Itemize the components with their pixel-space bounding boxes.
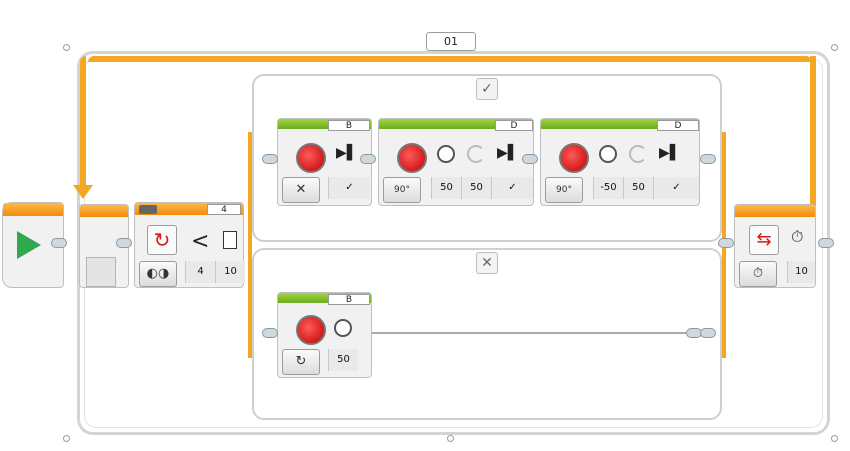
power-value[interactable]: -50	[593, 177, 623, 199]
sequence-connector[interactable]	[360, 154, 376, 164]
brake-check-value[interactable]: ✓	[653, 177, 699, 199]
loop-end-value[interactable]: 10	[787, 261, 815, 283]
sequence-connector[interactable]	[51, 238, 67, 248]
motor-on-block-b[interactable]: B ↻ 50	[277, 292, 372, 378]
resize-handle-top-right[interactable]	[831, 44, 838, 51]
motor-icon	[397, 143, 427, 173]
mode-on-button[interactable]: ↻	[282, 349, 320, 375]
brake-check-value[interactable]: ✓	[328, 177, 370, 199]
motor-icon	[296, 143, 326, 173]
sequence-connector[interactable]	[700, 154, 716, 164]
mode-degrees-button[interactable]: 90°	[383, 177, 421, 203]
loop-wire-left	[80, 56, 86, 186]
play-icon[interactable]	[17, 231, 41, 259]
sequence-connector[interactable]	[718, 238, 734, 248]
brake-check-value[interactable]: ✓	[491, 177, 533, 199]
switch-icon	[139, 205, 157, 214]
sequence-connector[interactable]	[262, 328, 278, 338]
action-header	[541, 119, 699, 129]
speed-dial-icon	[334, 319, 352, 337]
loop-wire-right	[810, 56, 816, 206]
resize-handle-top-left[interactable]	[63, 44, 70, 51]
resize-handle-bottom[interactable]	[447, 435, 454, 442]
loop-mode-icon[interactable]: ⇆	[749, 225, 779, 255]
sequence-connector[interactable]	[522, 154, 538, 164]
mode-degrees-button[interactable]: 90°	[545, 177, 583, 203]
loop-start-header	[80, 205, 128, 217]
motor-port[interactable]: B	[328, 120, 370, 131]
degrees-dial-icon	[629, 145, 647, 163]
motor-degrees-block-d-2[interactable]: D ▶▌ 90° -50 50 ✓	[540, 118, 700, 206]
compare-symbol[interactable]: <	[191, 229, 210, 254]
motor-stop-block-b[interactable]: B ▶▌ ✕ ✓	[277, 118, 372, 206]
action-header	[379, 119, 533, 129]
start-block-header	[3, 203, 63, 216]
resize-handle-bottom-left[interactable]	[63, 435, 70, 442]
brake-icon: ▶▌	[659, 145, 681, 161]
loop-timer-mode-button[interactable]: ⏱	[739, 261, 777, 287]
motor-icon	[559, 143, 589, 173]
loop-end-block[interactable]: ⇆ ⏱ ⏱ 10	[734, 204, 816, 288]
loop-start-plate	[79, 204, 129, 288]
motor-degrees-block-d-1[interactable]: D ▶▌ 90° 50 50 ✓	[378, 118, 534, 206]
power-value[interactable]: 50	[328, 349, 358, 371]
mode-off-button[interactable]: ✕	[282, 177, 320, 203]
motor-icon	[296, 315, 326, 345]
degrees-value[interactable]: 50	[461, 177, 491, 199]
speed-dial-icon	[437, 145, 455, 163]
sequence-connector[interactable]	[116, 238, 132, 248]
switch-bracket-left	[248, 132, 252, 358]
loop-start-body	[86, 257, 116, 287]
motor-port[interactable]: D	[495, 120, 533, 131]
action-header	[278, 293, 371, 303]
switch-value-2[interactable]: 10	[215, 261, 245, 283]
timer-icon: ⏱	[791, 227, 804, 246]
sequence-connector[interactable]	[262, 154, 278, 164]
compare-mode-button[interactable]: ◐◑	[139, 261, 177, 287]
compare-type-icon	[223, 231, 237, 249]
loop-arrow-icon	[73, 185, 93, 199]
degrees-value[interactable]: 50	[623, 177, 653, 199]
loop-wire-top	[88, 56, 812, 62]
true-case-tab[interactable]: ✓	[476, 78, 498, 100]
loop-end-header	[735, 205, 815, 217]
action-header	[278, 119, 371, 129]
rotation-sensor-icon[interactable]: ↻	[147, 225, 177, 255]
switch-port[interactable]: 4	[207, 204, 241, 215]
sequence-connector[interactable]	[700, 328, 716, 338]
power-value[interactable]: 50	[431, 177, 461, 199]
loop-name-label[interactable]: 01	[426, 32, 476, 51]
brake-icon: ▶▌	[497, 145, 519, 161]
sequence-wire	[372, 332, 686, 334]
brake-icon: ▶▌	[336, 145, 358, 161]
switch-value-1[interactable]: 4	[185, 261, 215, 283]
start-block[interactable]	[2, 202, 64, 288]
degrees-dial-icon	[467, 145, 485, 163]
resize-handle-bottom-right[interactable]	[831, 435, 838, 442]
switch-block[interactable]: 4 ↻ < ◐◑ 4 10	[134, 202, 245, 288]
motor-port[interactable]: B	[328, 294, 370, 305]
motor-port[interactable]: D	[657, 120, 699, 131]
speed-dial-icon	[599, 145, 617, 163]
false-case-tab[interactable]: ✕	[476, 252, 498, 274]
sequence-connector[interactable]	[818, 238, 834, 248]
